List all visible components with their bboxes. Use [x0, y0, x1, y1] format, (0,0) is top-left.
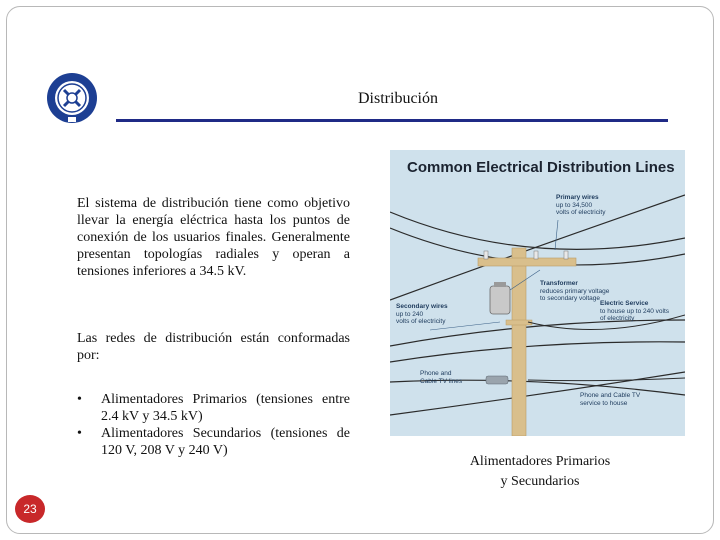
label-electric-line-2: of electricity	[600, 315, 635, 322]
label-phone-cable-lines: Phone and Cable TV lines	[420, 370, 462, 385]
label-transformer-line-2: to secondary voltage	[540, 295, 600, 302]
page-number-badge: 23	[15, 495, 45, 523]
label-transformer-line-1: reduces primary voltage	[540, 287, 610, 295]
label-phone-service-line-2: service to house	[580, 399, 628, 407]
label-transformer-title: Transformer	[540, 280, 578, 287]
label-phone-service-line-1: Phone and Cable TV	[580, 392, 641, 399]
illustration-title: Common Electrical Distribution Lines	[407, 159, 675, 176]
label-secondary-line-2: volts of electricity	[396, 318, 446, 325]
pole-illustration	[390, 194, 685, 436]
bullet-text: Alimentadores Primarios (tensiones entre…	[101, 392, 350, 424]
bullet-icon: •	[77, 426, 82, 441]
label-secondary-title: Secondary wires	[396, 303, 448, 310]
bullet-icon: •	[77, 392, 82, 407]
figure-caption: Alimentadores Primarios y Secundarios	[440, 452, 640, 492]
university-seal-logo	[47, 73, 97, 123]
title-underline	[116, 119, 668, 122]
label-secondary-line-1: up to 240	[396, 310, 424, 318]
intro-paragraph: El sistema de distribución tiene como ob…	[77, 196, 350, 279]
label-primary-wires: Primary wires up to 34,500 volts of elec…	[556, 194, 606, 217]
label-electric-title: Electric Service	[600, 300, 649, 307]
label-phone-service: Phone and Cable TV service to house	[580, 392, 640, 407]
label-primary-line-2: volts of electricity	[556, 209, 606, 216]
label-electric-line-1: to house up to 240 volts	[600, 307, 670, 315]
label-primary-title: Primary wires	[556, 194, 599, 201]
caption-line-2: y Secundarios	[500, 474, 580, 489]
label-phone-cable-line-1: Phone and	[420, 370, 452, 377]
label-electric-service: Electric Service to house up to 240 volt…	[600, 300, 669, 323]
slide-title: Distribución	[358, 90, 438, 107]
caption-line-1: Alimentadores Primarios	[469, 454, 611, 469]
distribution-lines-illustration: Common Electrical Distribution Lines Pri…	[390, 150, 685, 436]
bullet-list: • Alimentadores Primarios (tensiones entr…	[77, 391, 350, 459]
label-phone-cable-line-2: Cable TV lines	[420, 377, 463, 385]
label-transformer: Transformer reduces primary voltage to s…	[540, 280, 609, 303]
label-primary-line-1: up to 34,500	[556, 201, 593, 209]
bullet-text: Alimentadores Secundarios (tensiones de …	[101, 426, 350, 458]
bullet-item-primary: • Alimentadores Primarios (tensiones entr…	[77, 391, 350, 425]
networks-paragraph: Las redes de distribución están conforma…	[77, 331, 350, 363]
bullet-item-secondary: • Alimentadores Secundarios (tensiones de…	[77, 425, 350, 459]
label-secondary-wires: Secondary wires up to 240 volts of elect…	[396, 303, 448, 326]
